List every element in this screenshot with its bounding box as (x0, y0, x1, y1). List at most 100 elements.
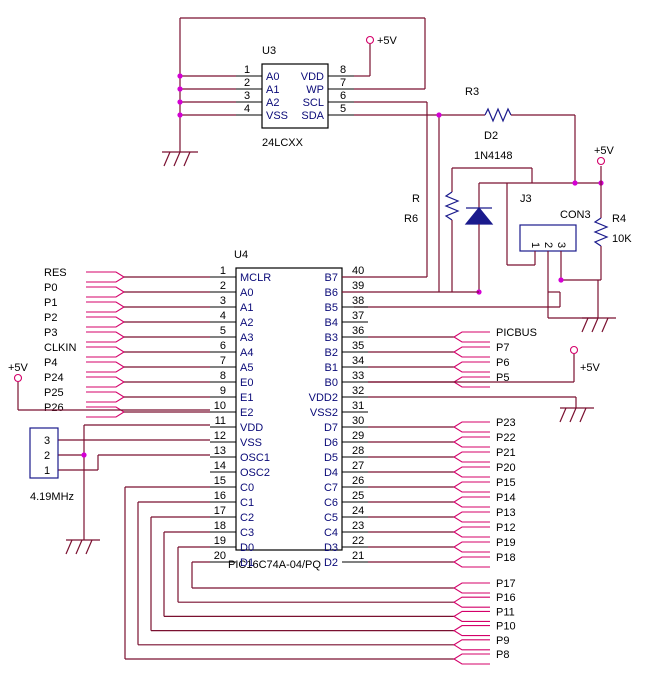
u3-pin-num: 4 (244, 103, 250, 115)
d2-part: 1N4148 (474, 150, 513, 162)
u4-pin-name: VDD (240, 422, 263, 434)
supply-terminal-icon (365, 35, 375, 45)
u4-pin-name: D3 (324, 542, 338, 554)
u4-pin-num: 37 (352, 310, 364, 322)
right-port-label: P15 (496, 477, 516, 489)
port-icon (86, 301, 126, 313)
port-icon (86, 346, 126, 358)
u4-pin-name: E1 (240, 392, 253, 404)
left-port-label: P2 (44, 312, 57, 324)
eeprom-u3: U3 24LCXX 1 2 3 4 A0 A1 A2 VSS VDD WP SC… (236, 45, 354, 149)
u3-pin-num: 8 (340, 64, 346, 76)
u4-pin-name: C2 (240, 512, 254, 524)
u4-pin-name: MCLR (240, 272, 271, 284)
u4-pin-num: 28 (352, 445, 364, 457)
left-port-label: P25 (44, 387, 64, 399)
u3-pin-name: SCL (303, 97, 324, 109)
u4-pin-name: D6 (324, 437, 338, 449)
bottom-port-label: P9 (496, 635, 509, 647)
bottom-port-label: P16 (496, 592, 516, 604)
left-port-label: RES (44, 267, 67, 279)
supply-terminal-icon (13, 373, 23, 383)
u3-pin-num: 1 (244, 64, 250, 76)
reset-network: 1 2 3 (354, 156, 609, 319)
bottom-port-label: P17 (496, 578, 516, 590)
u4-pin-num: 20 (214, 550, 226, 562)
u4-pin-num: 11 (215, 415, 226, 427)
u4-pin-name: B0 (325, 377, 338, 389)
u4-pin-num: 21 (352, 550, 364, 562)
u4-body (235, 267, 343, 551)
u4-pin-num: 18 (214, 520, 226, 532)
u3-body (261, 63, 329, 129)
u4-pin-num: 25 (352, 490, 364, 502)
port-icon (452, 653, 490, 665)
u3-pin-name: A1 (266, 84, 279, 96)
crystal-oscillator: 3 2 1 4.19MHz (29, 427, 74, 503)
u3-pin-name: WP (306, 84, 324, 96)
u4-pin-num: 10 (214, 400, 226, 412)
r6-ref: R (412, 193, 420, 205)
u4-pin-name: VSS (240, 437, 262, 449)
u4-pin-num: 24 (352, 505, 364, 517)
u4-pin-num: 3 (220, 295, 226, 307)
u4-pin-name: B5 (325, 302, 338, 314)
u4-pin-num: 26 (352, 475, 364, 487)
ground-icon (581, 317, 616, 333)
right-port-label: P20 (496, 462, 516, 474)
u4-pin-num: 19 (214, 535, 226, 547)
port-icon (452, 541, 490, 553)
u4-pin-name: C7 (324, 482, 338, 494)
u4-pin-num: 36 (352, 325, 364, 337)
u4-part: PIC16C74A-04/PQ (228, 559, 321, 571)
port-icon (452, 451, 490, 463)
u4-pin-num: 16 (214, 490, 226, 502)
u4-pin-name: B4 (325, 317, 338, 329)
port-icon (86, 286, 126, 298)
u4-pin-num: 6 (220, 340, 226, 352)
u4-pin-name: E0 (240, 377, 253, 389)
port-icon (452, 436, 490, 448)
u4-pin-name: VSS2 (310, 407, 338, 419)
u4-pin-num: 35 (352, 340, 364, 352)
u3-pin-num: 5 (340, 103, 346, 115)
u4-pin-name: A4 (240, 347, 253, 359)
u4-pin-name: D7 (324, 422, 338, 434)
u4-pin-num: 23 (352, 520, 364, 532)
u4-pin-name: D5 (324, 452, 338, 464)
port-icon (452, 481, 490, 493)
right-port-label: PICBUS (496, 327, 537, 339)
right-port-label: P22 (496, 432, 516, 444)
left-port-label: P26 (44, 402, 64, 414)
u4-pin-name: A5 (240, 362, 253, 374)
right-port-label: P21 (496, 447, 516, 459)
j3-pin: 3 (555, 242, 567, 248)
u4-pin-name: C3 (240, 527, 254, 539)
u3-wiring: +5V (177, 17, 485, 292)
u4-pin-num: 8 (220, 370, 226, 382)
right-port-label: P6 (496, 357, 509, 369)
u4-pin-num: 33 (352, 370, 364, 382)
u4-pin-num: 40 (352, 265, 364, 277)
u4-pin-name: C4 (324, 527, 338, 539)
port-icon (452, 331, 490, 343)
u4-pin-name: A0 (240, 287, 253, 299)
crystal-pin: 3 (44, 435, 50, 447)
u3-pin-name: A0 (266, 71, 279, 83)
port-icon (452, 496, 490, 508)
u4-ref: U4 (234, 249, 248, 261)
u4-pin-name: A1 (240, 302, 253, 314)
port-icon (86, 331, 126, 343)
u3-pin-num: 2 (244, 77, 250, 89)
bottom-port-label: P10 (496, 621, 516, 633)
resistor-r3: R3 (465, 86, 576, 183)
u4-pin-num: 30 (352, 415, 364, 427)
u4-pin-num: 5 (220, 325, 226, 337)
port-icon (452, 511, 490, 523)
r4-ref: R4 (612, 213, 626, 225)
port-icon (452, 639, 490, 651)
u4-pin-name: D1 (240, 557, 254, 569)
ground-icon (559, 407, 594, 423)
u4-pin-name: D2 (324, 557, 338, 569)
